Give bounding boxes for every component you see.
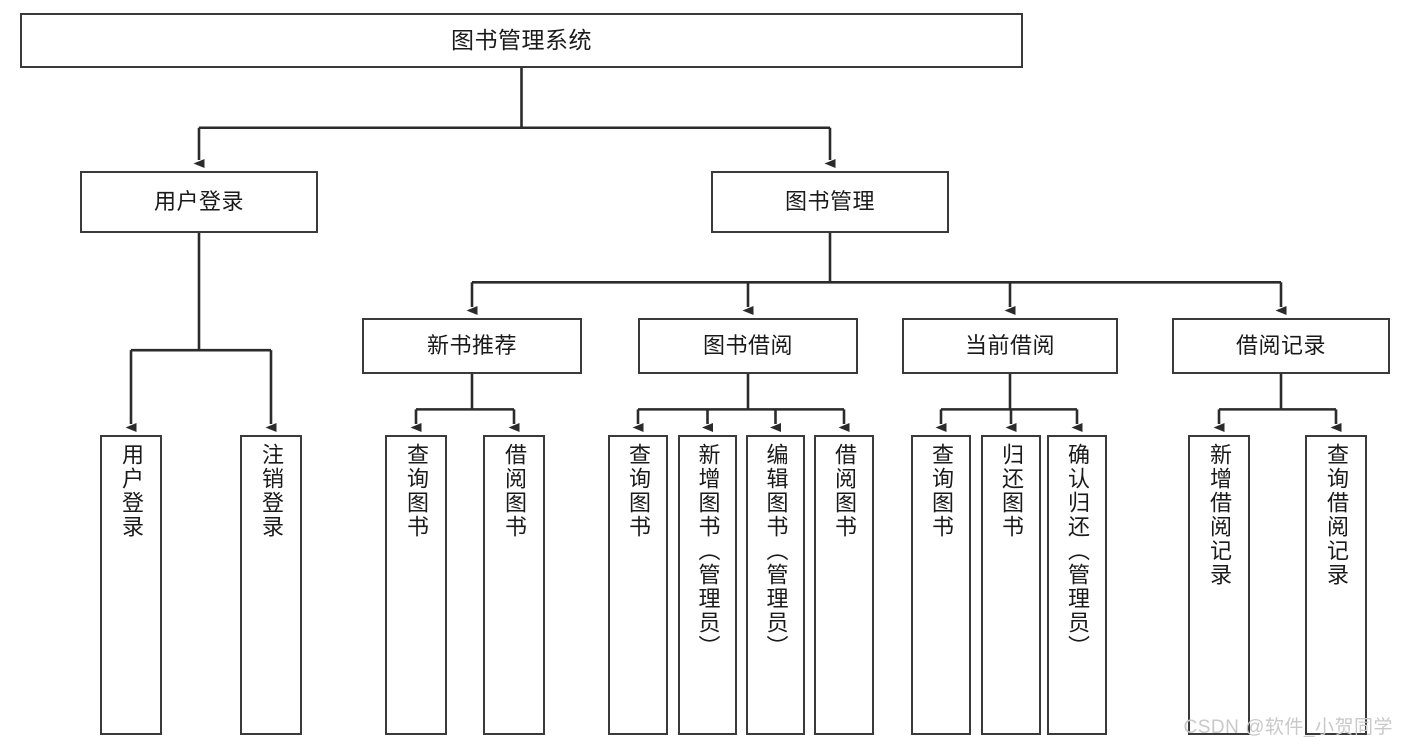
node-leaf-query-book-2[interactable]: 查询图书	[608, 435, 668, 735]
node-leaf-borrow-book-1[interactable]: 借阅图书	[483, 435, 545, 735]
node-leaf-add-loan-rec[interactable]: 新增借阅记录	[1188, 435, 1250, 735]
node-label: 借阅图书	[831, 443, 857, 539]
node-label: 新增借阅记录	[1206, 443, 1232, 587]
watermark-text: CSDN @软件_小贺同学	[1183, 717, 1393, 738]
node-label: 新书推荐	[426, 333, 517, 359]
node-book-manage[interactable]: 图书管理	[711, 171, 949, 233]
node-label: 确认归还（管理员）	[1064, 443, 1090, 659]
node-leaf-confirm-return[interactable]: 确认归还（管理员）	[1047, 435, 1107, 735]
node-label: 图书管理系统	[451, 26, 592, 53]
node-loan-record[interactable]: 借阅记录	[1172, 318, 1390, 374]
node-user-login[interactable]: 用户登录	[80, 171, 318, 233]
node-leaf-query-loan-rec[interactable]: 查询借阅记录	[1305, 435, 1367, 735]
node-label: 查询图书	[625, 443, 651, 539]
node-label: 图书借阅	[702, 333, 793, 359]
node-leaf-borrow-book-2[interactable]: 借阅图书	[814, 435, 874, 735]
node-label: 用户登录	[153, 189, 244, 215]
node-label: 归还图书	[998, 443, 1024, 539]
node-leaf-edit-book[interactable]: 编辑图书（管理员）	[746, 435, 805, 735]
node-current-loan[interactable]: 当前借阅	[902, 318, 1118, 374]
node-leaf-query-book-3[interactable]: 查询图书	[911, 435, 971, 735]
node-leaf-return-book[interactable]: 归还图书	[981, 435, 1041, 735]
node-label: 借阅图书	[501, 443, 527, 539]
node-label: 查询图书	[928, 443, 954, 539]
node-label: 当前借阅	[964, 333, 1055, 359]
node-leaf-query-book-1[interactable]: 查询图书	[385, 435, 447, 735]
node-label: 查询借阅记录	[1323, 443, 1349, 587]
node-book-borrow[interactable]: 图书借阅	[638, 318, 858, 374]
node-label: 用户登录	[118, 443, 144, 539]
node-label: 图书管理	[784, 189, 875, 215]
node-leaf-user-login[interactable]: 用户登录	[100, 435, 162, 735]
node-label: 查询图书	[403, 443, 429, 539]
node-leaf-user-logout[interactable]: 注销登录	[240, 435, 302, 735]
node-label: 借阅记录	[1235, 333, 1326, 359]
node-label: 注销登录	[258, 443, 284, 539]
node-new-book-rec[interactable]: 新书推荐	[362, 318, 582, 374]
node-root[interactable]: 图书管理系统	[20, 13, 1023, 68]
node-label: 编辑图书（管理员）	[763, 443, 789, 659]
node-label: 新增图书（管理员）	[695, 443, 721, 659]
node-leaf-add-book[interactable]: 新增图书（管理员）	[678, 435, 737, 735]
